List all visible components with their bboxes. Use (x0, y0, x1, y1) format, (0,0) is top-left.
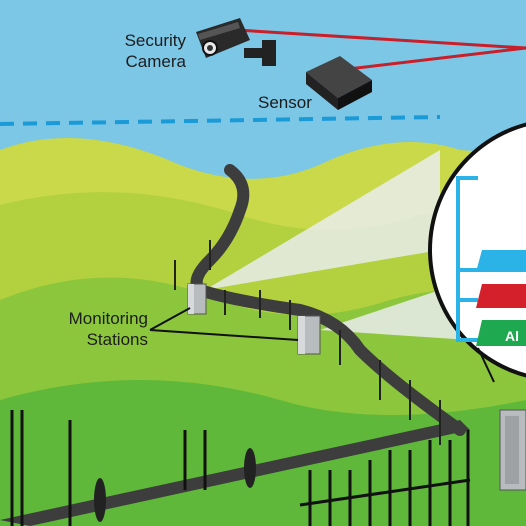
pipeline-near (0, 420, 470, 526)
hill-near (0, 380, 526, 526)
security-camera-label-line2: Camera (125, 52, 186, 71)
leader-station-1 (149, 307, 191, 331)
leader-station-2 (149, 329, 299, 341)
security-camera-label: Security Camera (106, 30, 186, 72)
zoom-circle (428, 122, 526, 378)
monitoring-stations-label-line2: Stations (86, 330, 148, 349)
fence-near (10, 410, 471, 526)
sensor-wire (339, 46, 526, 72)
monitoring-stations-label-line1: Monitoring (68, 309, 148, 328)
sensor-label: Sensor (258, 93, 312, 112)
security-camera-label-line1: Security (124, 31, 186, 50)
panel-connector (477, 347, 495, 383)
fence-posts (174, 240, 441, 445)
camera-beam-2 (320, 280, 470, 340)
panel-bracket (456, 176, 478, 342)
panel-green-block (476, 320, 526, 346)
monitoring-stations-label: Monitoring Stations (46, 308, 148, 350)
camera-beam-1 (205, 150, 440, 290)
pipe-joint-2 (94, 478, 106, 522)
pipeline-far (190, 164, 466, 436)
panel-blue-block (476, 250, 526, 272)
camera-wire (235, 28, 526, 50)
monitoring-station-3 (499, 409, 526, 491)
monitoring-station-2 (297, 315, 321, 355)
monitoring-station-1 (187, 283, 207, 315)
boundary-dashed-line (0, 115, 441, 126)
security-camera-icon (196, 18, 276, 66)
panel-alarm-label: Al (505, 328, 519, 344)
panel-red-block (476, 284, 526, 308)
sensor-icon (306, 56, 372, 110)
pipe-joint-1 (244, 448, 256, 488)
